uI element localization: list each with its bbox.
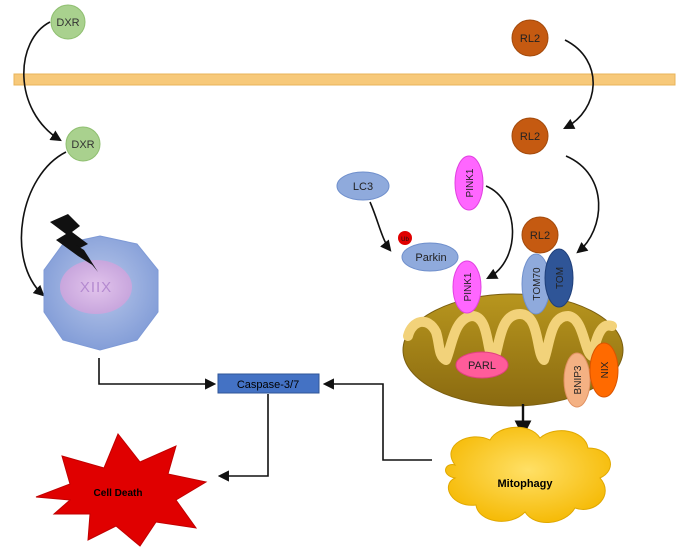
nix-node: NIX — [589, 342, 619, 398]
parkin-label: Parkin — [415, 252, 446, 264]
tom-label: TOM — [555, 267, 566, 289]
rl2-inside-label: RL2 — [520, 131, 540, 143]
cell-death-burst: Cell Death — [35, 433, 208, 547]
lc3-node: LC3 — [336, 171, 390, 201]
tom70-label: TOM70 — [532, 267, 543, 301]
cell-membrane — [13, 73, 676, 86]
parl-label: PARL — [468, 360, 496, 372]
lc3-label: LC3 — [353, 181, 373, 193]
dxr-inside-label: DXR — [71, 139, 94, 151]
pink1-free-node: PINK1 — [454, 155, 484, 211]
dxr-outside-label: DXR — [56, 17, 79, 29]
dna-glyph: XIIX — [80, 279, 112, 296]
caspase-box: Caspase-3/7 — [217, 373, 320, 394]
tom-node: TOM — [544, 248, 574, 308]
parl-node: PARL — [455, 351, 509, 379]
cell-with-nucleus: XIIX — [43, 235, 159, 351]
mitochondrion-cristae — [403, 309, 617, 365]
rl2-bound-node: RL2 — [521, 216, 559, 254]
bnip3-node: BNIP3 — [563, 352, 591, 408]
arrow-mitophagy-to-caspase — [322, 378, 432, 461]
mitophagy-cloud: Mitophagy — [445, 426, 611, 524]
rl2-outside-label: RL2 — [520, 33, 540, 45]
pink1-bound-node: PINK1 — [452, 260, 482, 314]
ub-node: Ub — [398, 231, 412, 245]
cell-death-label: Cell Death — [94, 488, 143, 499]
rl2-inside-node: RL2 — [511, 117, 549, 155]
arrow-dxr-entry — [23, 21, 62, 142]
dxr-inside-node: DXR — [65, 126, 101, 162]
arrow-dxr-to-cell — [20, 151, 67, 297]
arrow-caspase-to-death — [217, 394, 269, 482]
arrow-rl2-to-tom — [565, 155, 600, 254]
arrow-cell-to-caspase — [98, 358, 217, 390]
mitochondrion — [402, 293, 624, 407]
bnip3-label: BNIP3 — [573, 365, 584, 394]
pink1-bound-label: PINK1 — [463, 272, 474, 301]
arrow-pink1-to-mito — [485, 185, 514, 280]
arrow-lc3-to-parkin — [369, 201, 392, 252]
dxr-outside-node: DXR — [50, 4, 86, 40]
parkin-node: Parkin — [401, 242, 459, 272]
caspase-label: Caspase-3/7 — [237, 379, 299, 391]
nucleus — [60, 260, 132, 314]
rl2-outside-node: RL2 — [511, 19, 549, 57]
lightning-bolt-tip — [76, 245, 98, 272]
pink1-free-label: PINK1 — [465, 168, 476, 197]
nix-label: NIX — [600, 361, 611, 378]
mitophagy-label: Mitophagy — [498, 478, 554, 490]
rl2-bound-label: RL2 — [530, 230, 550, 242]
ub-label: Ub — [401, 237, 409, 243]
arrow-rl2-entry — [563, 39, 594, 130]
